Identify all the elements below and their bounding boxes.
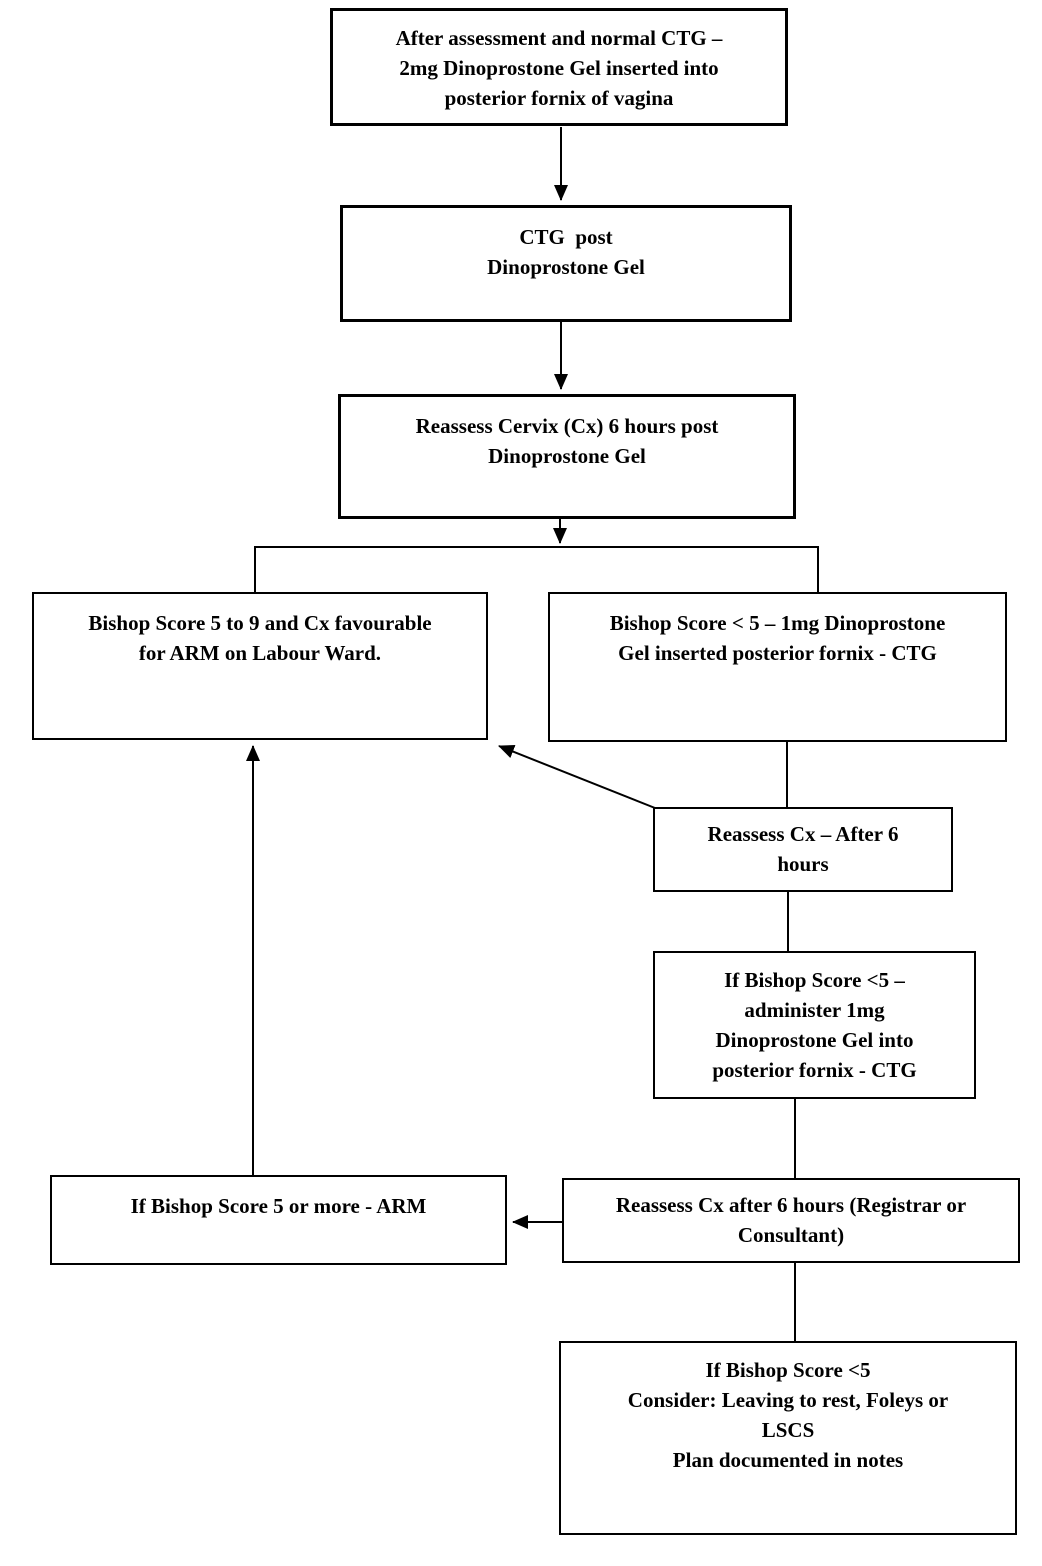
- split-bracket: [254, 546, 819, 592]
- node-after-assessment: After assessment and normal CTG – 2mg Di…: [330, 8, 788, 126]
- node-reassess-cx-registrar: Reassess Cx after 6 hours (Registrar or …: [562, 1178, 1020, 1263]
- node-reassess-cervix-6h: Reassess Cervix (Cx) 6 hours post Dinopr…: [338, 394, 796, 519]
- node-bishop-lt5-administer: If Bishop Score <5 – administer 1mg Dino…: [653, 951, 976, 1099]
- node-reassess-cx-after-6h: Reassess Cx – After 6 hours: [653, 807, 953, 892]
- arrow-reassess6h-to-favourable: [498, 745, 656, 809]
- node-bishop-lt5-1mg: Bishop Score < 5 – 1mg Dinoprostone Gel …: [548, 592, 1007, 742]
- node-bishop-lt5-consider: If Bishop Score <5 Consider: Leaving to …: [559, 1341, 1017, 1535]
- node-bishop-5-9-favourable: Bishop Score 5 to 9 and Cx favourable fo…: [32, 592, 488, 740]
- node-bishop-5-or-more-arm: If Bishop Score 5 or more - ARM: [50, 1175, 507, 1265]
- node-ctg-post-gel: CTG post Dinoprostone Gel: [340, 205, 792, 322]
